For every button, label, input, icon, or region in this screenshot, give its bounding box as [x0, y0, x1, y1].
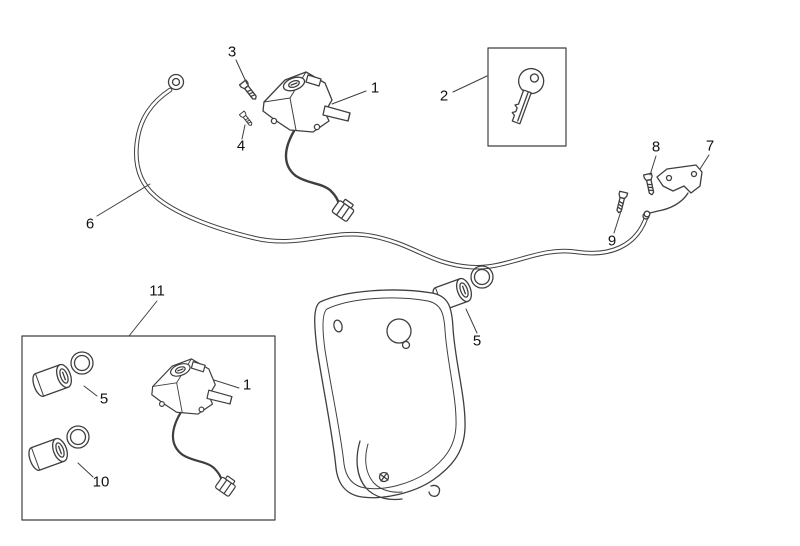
callout-7: 7	[705, 137, 715, 155]
screw-9-drawing	[614, 190, 629, 215]
key-box	[487, 47, 567, 147]
callout-9: 9	[607, 232, 617, 250]
leader-line-1	[331, 90, 367, 105]
callout-4: 4	[236, 137, 246, 155]
kit-ignition-lock-drawing	[150, 357, 240, 498]
kit-cylinder-5-drawing	[29, 351, 94, 399]
leader-line-4	[241, 124, 246, 140]
leader-line-3	[235, 59, 248, 85]
callout-kit-5: 5	[99, 390, 109, 408]
stud-4-drawing	[238, 110, 255, 128]
bracket-7-drawing	[643, 164, 703, 218]
leader-line-11	[128, 300, 158, 337]
callout-3: 3	[227, 43, 237, 61]
leader-line-8	[649, 155, 657, 176]
key-drawing	[511, 67, 545, 125]
screw-8-drawing	[642, 172, 657, 197]
leader-line-7	[699, 154, 710, 170]
leader-lines	[77, 59, 710, 478]
callout-2: 2	[439, 87, 449, 105]
leader-line-5	[465, 308, 478, 334]
screw-3-drawing	[238, 79, 260, 103]
cable-drawing	[134, 73, 650, 270]
callout-kit-10: 10	[92, 473, 110, 491]
callout-5: 5	[472, 332, 482, 350]
leader-line-kit-10	[77, 462, 94, 478]
ignition-lock-drawing	[261, 70, 358, 224]
callout-8: 8	[651, 138, 661, 156]
kit-box	[21, 335, 276, 521]
callout-kit-1: 1	[242, 376, 252, 394]
leader-line-kit-1	[213, 379, 240, 389]
leader-line-9	[613, 210, 622, 234]
leader-line-kit-5	[83, 385, 98, 397]
callout-6: 6	[85, 215, 95, 233]
callout-1: 1	[370, 79, 380, 97]
leader-line-2	[452, 75, 488, 93]
cable-eyelet	[167, 73, 185, 91]
callout-11: 11	[149, 282, 165, 300]
panel-hook	[428, 484, 441, 497]
leader-line-6	[96, 183, 151, 217]
panel-drawing	[314, 289, 466, 501]
